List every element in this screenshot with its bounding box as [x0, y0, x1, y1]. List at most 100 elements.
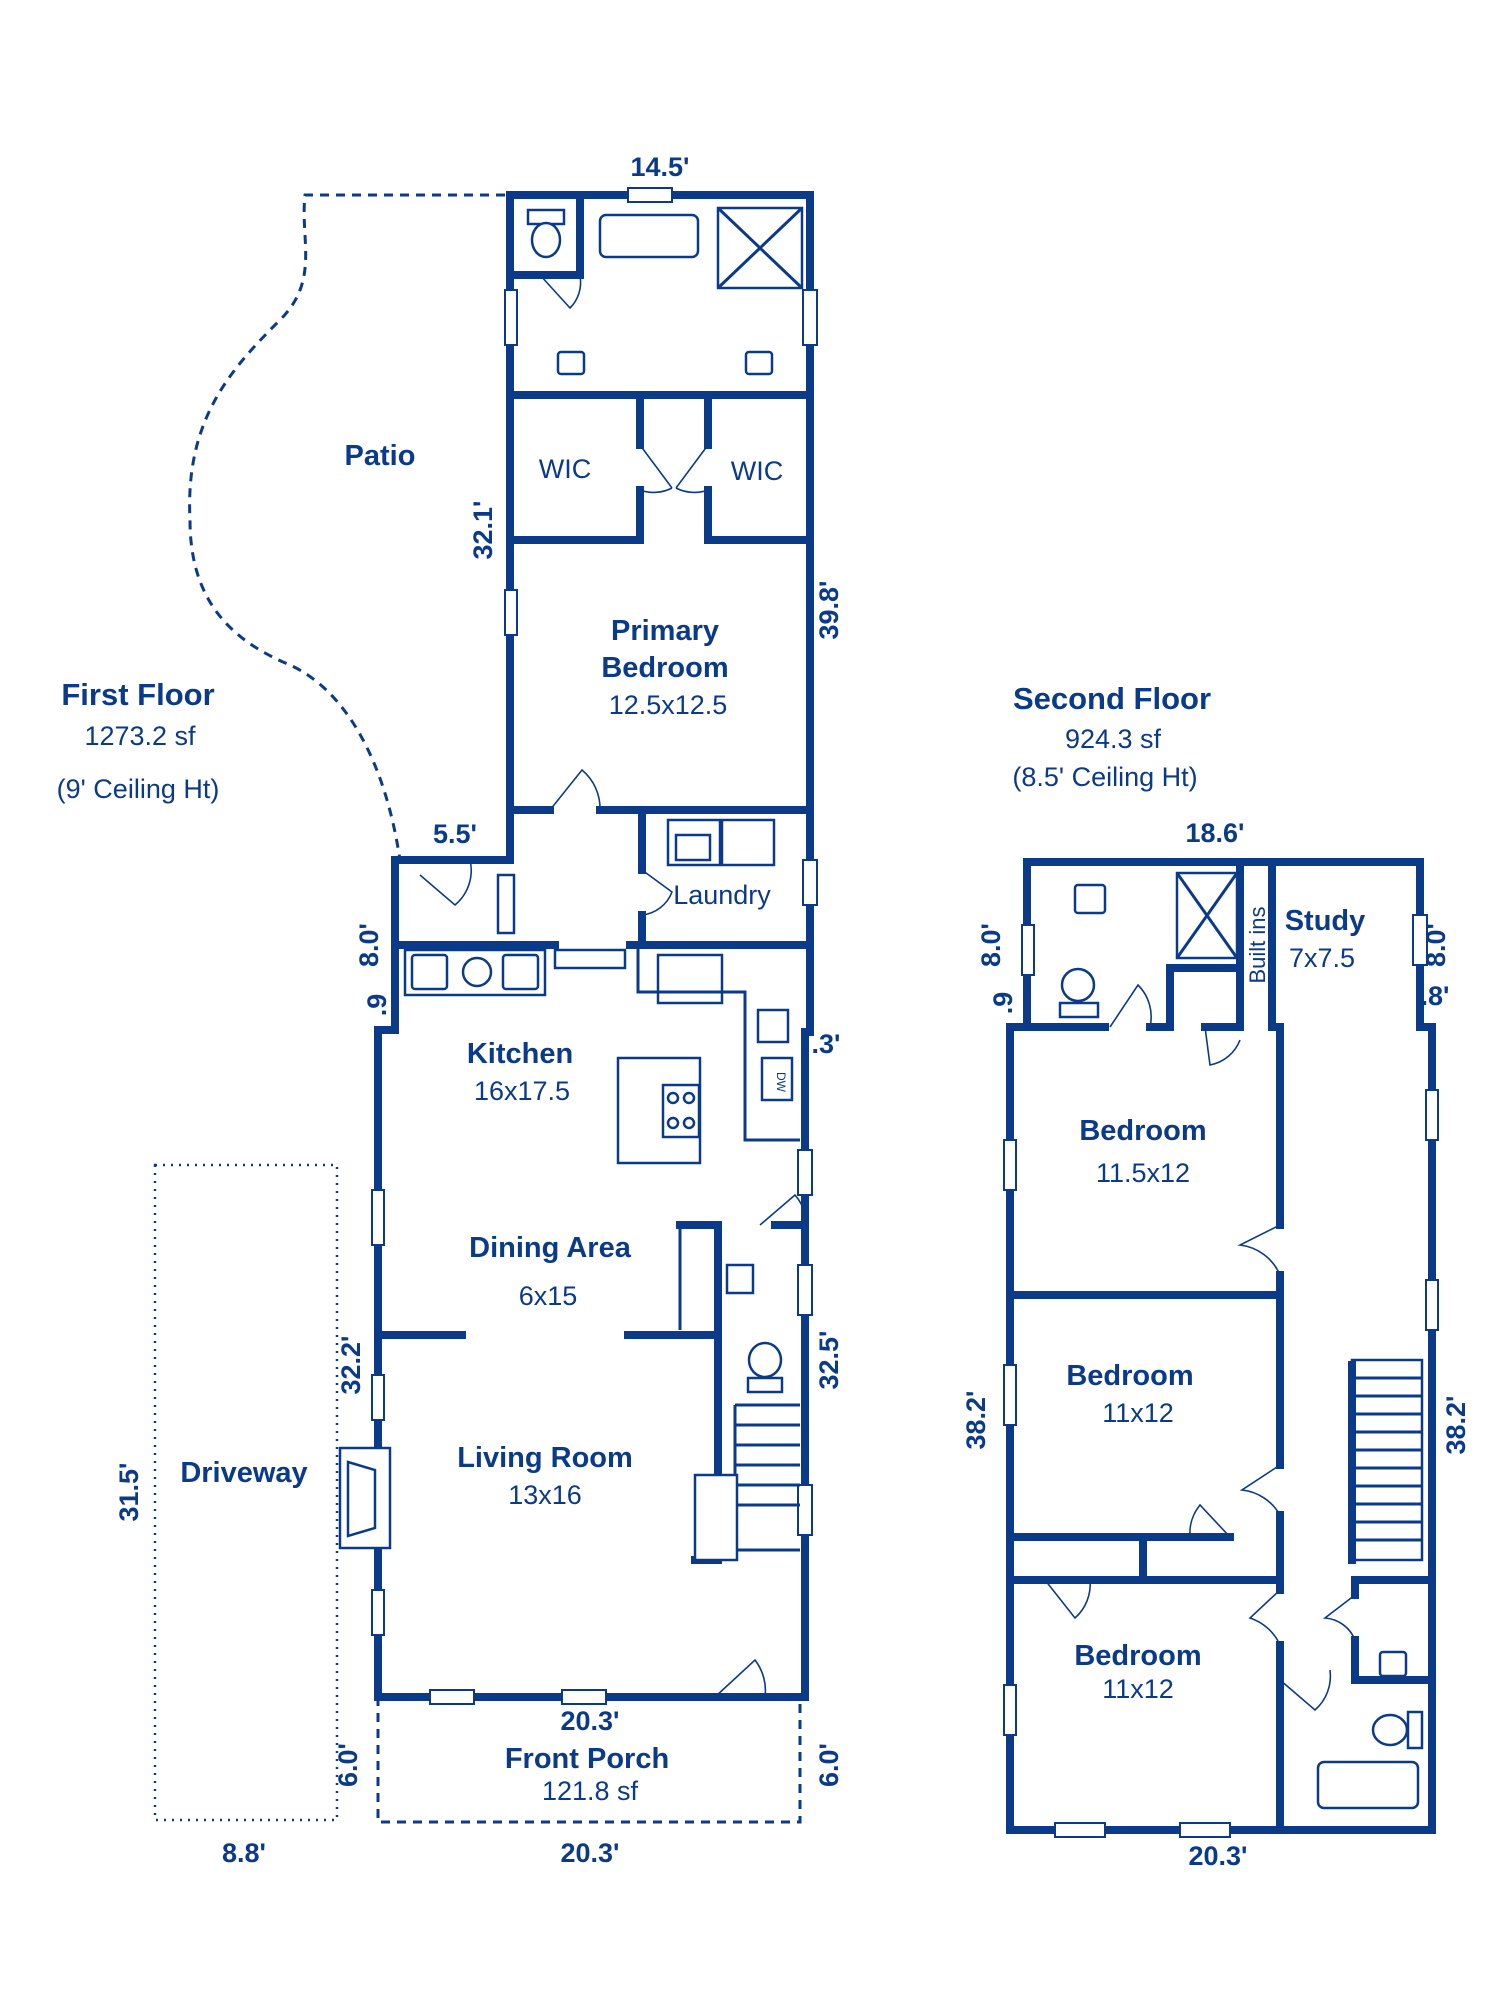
bedroom2-label: Bedroom: [1066, 1360, 1193, 1392]
toilet-icon: [1060, 967, 1096, 1003]
toilet-icon: [1371, 1713, 1409, 1747]
dim-porch-top: 20.3': [561, 1706, 620, 1736]
toilet-tank: [1406, 1710, 1424, 1750]
window: [504, 289, 518, 346]
closet3-door-swing: [1044, 1579, 1091, 1620]
kitchen-sink-icon: [756, 1008, 790, 1044]
bathtub-icon: [598, 213, 700, 259]
kitchen-size: 16x17.5: [474, 1076, 570, 1106]
dim-porch-right: 6.0': [814, 1743, 844, 1787]
front-porch-area: 121.8 sf: [542, 1776, 639, 1806]
shower-drain: [1175, 872, 1239, 959]
right-bath-wall: [1351, 1576, 1436, 1684]
window: [627, 187, 673, 203]
bedroom1-door-swing: [1237, 1224, 1281, 1276]
powder-sink-icon: [725, 1263, 755, 1295]
kitchen-counter-l: [636, 945, 800, 1142]
second-floor-area: 924.3 sf: [1065, 724, 1162, 754]
window: [371, 1589, 385, 1636]
sink-icon: [556, 350, 586, 376]
dining-size: 6x15: [519, 1281, 578, 1311]
pantry-icon: [656, 953, 724, 1005]
linen-door-swing: [1322, 1594, 1356, 1641]
window: [1425, 1089, 1439, 1141]
laundry-label: Laundry: [673, 880, 771, 910]
window: [802, 859, 818, 906]
kitchen-label: Kitchen: [467, 1038, 573, 1070]
dim-left-jog: 8.0': [354, 923, 384, 967]
stairs: [1350, 1358, 1424, 1562]
first-floor-title: First Floor: [61, 677, 214, 712]
closet-wall: [1006, 1533, 1284, 1584]
window: [1412, 914, 1428, 966]
dim-right-small: .8': [1421, 981, 1450, 1011]
dim-left-jog: 8.0': [976, 923, 1006, 967]
burner: [682, 1116, 696, 1130]
window: [802, 289, 818, 346]
laundry-door-swing: [641, 869, 673, 916]
dim-right-lower: 32.5': [814, 1331, 844, 1390]
bedroom1-label: Bedroom: [1079, 1115, 1206, 1147]
primary-bedroom-label-1: Primary: [611, 615, 719, 647]
cooktop-icon: [661, 1083, 701, 1139]
bar-stool: [410, 953, 449, 991]
dim-right: 38.2': [1441, 1396, 1471, 1455]
sink-icon: [744, 350, 774, 376]
washer-inner: [674, 833, 712, 862]
closet-door-swing: [1204, 1026, 1241, 1066]
dim-right-upper: 39.8': [814, 581, 844, 640]
toilet-room-wall: [511, 191, 584, 279]
fireplace-icon: [338, 1446, 392, 1550]
dim-porch-bottom: 20.3': [561, 1838, 620, 1868]
window: [797, 1264, 813, 1316]
powder-toilet-icon: [747, 1341, 783, 1379]
fridge-icon: [553, 948, 627, 970]
builtins-wall: [1236, 858, 1276, 1031]
bench: [496, 873, 516, 935]
built-ins-label: Built ins: [1245, 906, 1270, 983]
window: [1054, 1822, 1106, 1838]
wic-left-label: WIC: [539, 454, 591, 484]
study-size: 7x7.5: [1289, 943, 1355, 973]
bath-bottom-wall: [1023, 964, 1244, 1031]
dim-driveway-width: 8.8': [222, 1838, 266, 1868]
first-floor-ceiling: (9' Ceiling Ht): [57, 774, 220, 804]
window: [1003, 1684, 1017, 1736]
door-swing: [539, 274, 582, 310]
window: [797, 1484, 813, 1536]
first-floor-exterior-wall: [374, 191, 814, 1701]
front-porch-label: Front Porch: [505, 1743, 669, 1775]
bedroom3-door-swing: [1248, 1589, 1281, 1646]
front-porch-outline: [376, 1697, 802, 1824]
second-floor-ceiling: (8.5' Ceiling Ht): [1012, 762, 1197, 792]
window: [371, 1189, 385, 1246]
dim-driveway-length: 31.5': [114, 1463, 144, 1522]
dim-top: 18.6': [1186, 818, 1245, 848]
dim-porch-left: 6.0': [333, 1743, 363, 1787]
shower-drain: [716, 206, 804, 290]
primary-bedroom-size: 12.5x12.5: [609, 690, 728, 720]
window: [797, 1149, 813, 1196]
stair-treads: [1352, 1376, 1422, 1542]
bedroom3-size: 11x12: [1102, 1674, 1174, 1704]
second-floor-plan: Study 7x7.5 Built ins Bedroom 11.5x12 Be…: [961, 681, 1471, 1871]
bedroom2-door-swing: [1239, 1464, 1281, 1516]
window: [1425, 1279, 1439, 1331]
powder-toilet-tank: [746, 1376, 784, 1394]
dim-right-jog: 8.0': [1421, 923, 1451, 967]
window: [1021, 924, 1035, 976]
dim-left-small: .9: [988, 992, 1018, 1015]
toilet-icon: [530, 221, 562, 259]
landing: [693, 1473, 739, 1562]
dim-right-small: .3': [812, 1029, 841, 1059]
living-room-label: Living Room: [457, 1442, 633, 1474]
bar-stool: [501, 953, 540, 991]
bath-door-swing: [1109, 983, 1152, 1028]
window: [1003, 1364, 1017, 1426]
dishwasher-icon: [760, 1056, 794, 1102]
window: [561, 1689, 607, 1705]
front-door-swing: [714, 1658, 767, 1698]
closet2-door-swing: [1189, 1503, 1231, 1538]
bathtub-icon: [1316, 1760, 1420, 1810]
